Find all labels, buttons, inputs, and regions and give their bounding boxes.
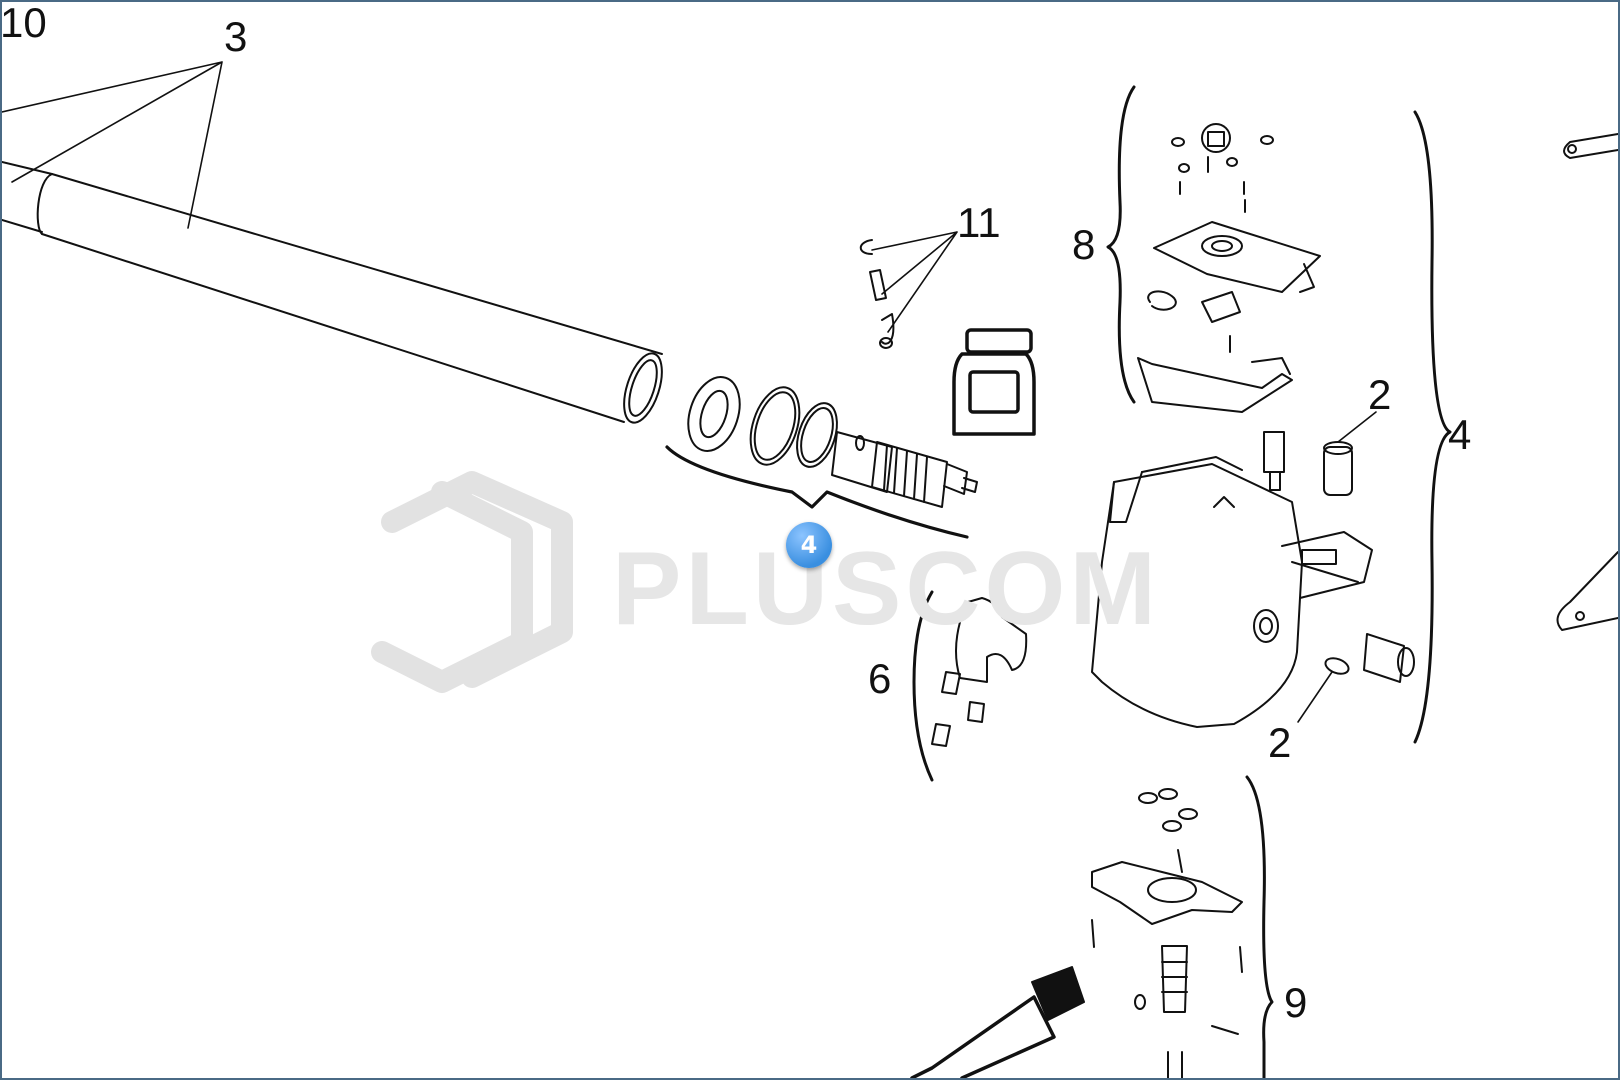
callout-4: 4 [1448,411,1472,458]
base-plate-kit-part [1091,775,1274,1078]
clips-pin-part [859,231,958,349]
cam-kit-part [912,590,1028,782]
callout-2-top: 2 [1368,371,1392,418]
callout-3: 3 [224,13,248,60]
tube-part [2,61,663,424]
watermark-logo [371,471,573,693]
callout-10: 10 [0,0,47,46]
bracket-arm-part [1556,133,1618,631]
hotspot-4-badge[interactable]: 4 [786,522,832,568]
callout-11: 11 [957,199,1001,246]
gearbox-housing-part [1091,456,1415,728]
seal-kit-part [665,376,978,539]
grease-jar-icon [952,328,1036,436]
watermark-text: PLUSCOM [612,531,1160,647]
callout-9: 9 [1284,979,1308,1026]
grease-tube-icon [910,966,1085,1078]
bracket-4-part [1413,110,1452,744]
callout-6: 6 [868,655,892,702]
callout-2-bottom: 2 [1268,719,1292,766]
callout-8: 8 [1072,221,1096,268]
small-plug-part [1263,411,1377,723]
cover-kit-part [1106,85,1321,413]
